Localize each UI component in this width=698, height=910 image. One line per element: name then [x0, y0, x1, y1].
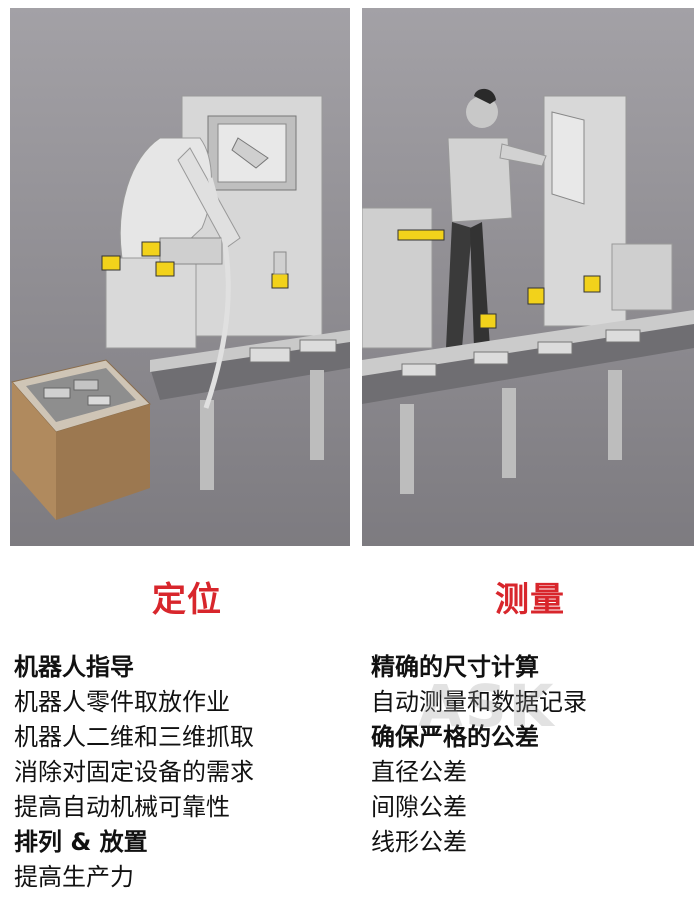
feature-item: 提高自动机械可靠性: [14, 793, 230, 821]
measurement-feature-list: 精确的尺寸计算 自动测量和数据记录 确保严格的公差 直径公差 间隙公差 线形公差: [371, 650, 691, 860]
measurement-illustration: [362, 8, 694, 546]
feature-item: 线形公差: [371, 828, 467, 856]
robot-guidance-illustration: [10, 8, 350, 546]
feature-item: 确保严格的公差: [371, 723, 539, 751]
robot-scene-svg: [10, 8, 350, 546]
feature-item: 自动测量和数据记录: [371, 688, 587, 716]
feature-item: 机器人指导: [14, 653, 134, 681]
feature-item: 间隙公差: [371, 793, 467, 821]
feature-item: 直径公差: [371, 758, 467, 786]
positioning-feature-list: 机器人指导 机器人零件取放作业 机器人二维和三维抓取 消除对固定设备的需求 提高…: [14, 650, 354, 895]
positioning-heading: 定位: [152, 580, 222, 620]
feature-item: 消除对固定设备的需求: [14, 758, 254, 786]
feature-item: 机器人二维和三维抓取: [14, 723, 254, 751]
feature-item: 机器人零件取放作业: [14, 688, 230, 716]
measurement-scene-svg: [362, 8, 694, 546]
feature-item: 精确的尺寸计算: [371, 653, 539, 681]
measurement-heading: 测量: [495, 580, 565, 620]
watermark: ASK: [418, 672, 556, 740]
feature-item: 排列 & 放置: [14, 828, 148, 856]
feature-item: 提高生产力: [14, 863, 134, 891]
